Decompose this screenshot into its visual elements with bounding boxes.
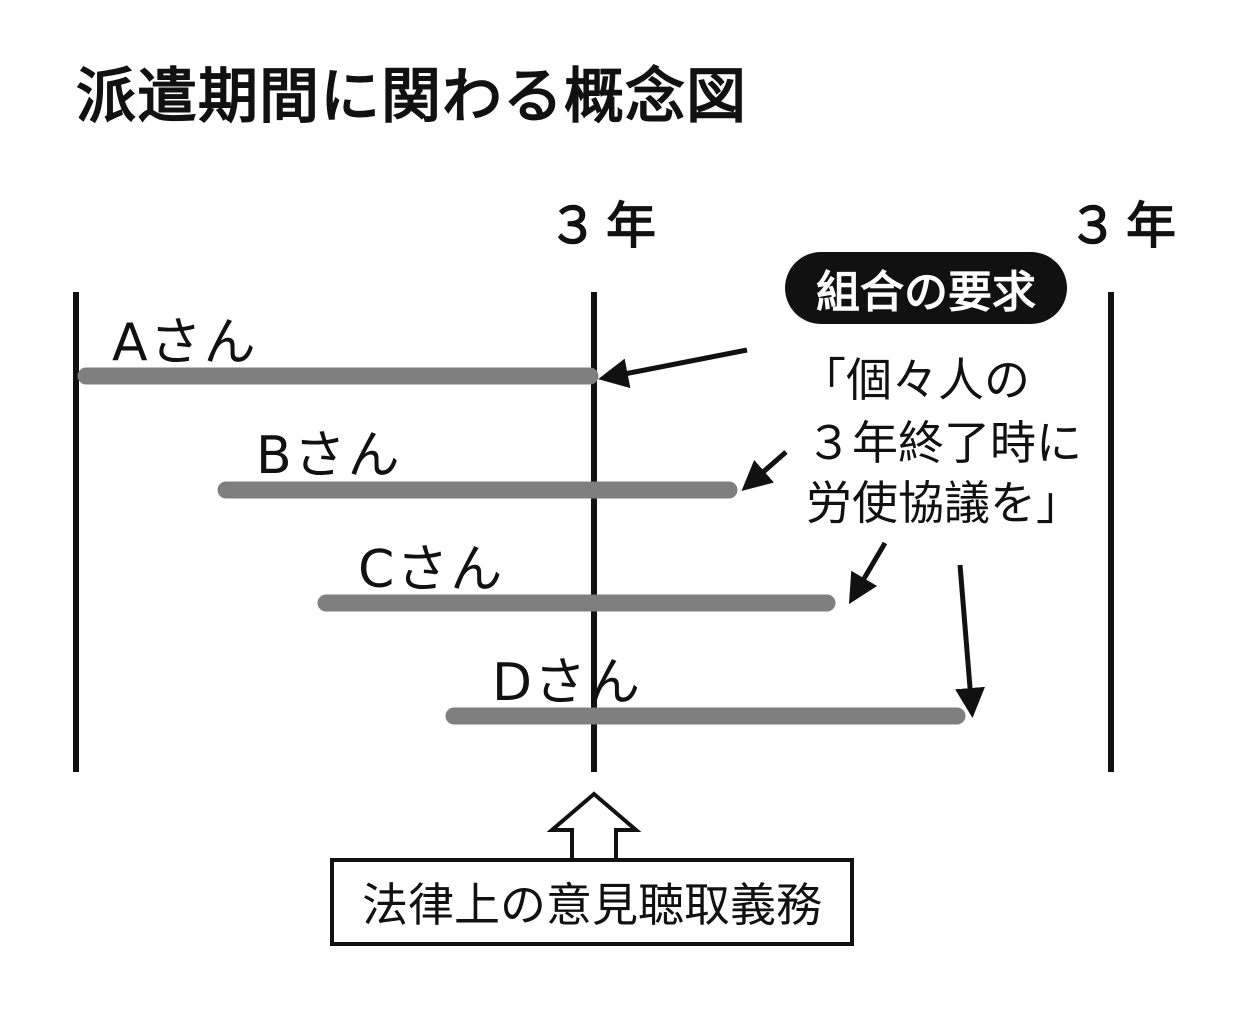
- diagram-title: 派遣期間に関わる概念図: [76, 62, 747, 132]
- legal-hearing-obligation-text: 法律上の意見聴取義務: [362, 878, 822, 932]
- label-person-a: Aさん: [112, 313, 258, 373]
- year-label-second: ３年: [1068, 197, 1184, 255]
- legal-obligation-up-arrow: [546, 791, 642, 862]
- label-person-c: Cさん: [358, 540, 505, 600]
- label-person-d: Dさん: [492, 653, 643, 713]
- union-request-line-2: ３年終了時に: [806, 416, 1082, 470]
- label-person-b: Bさん: [256, 426, 402, 486]
- arrow-to-person-b: [741, 450, 788, 491]
- union-request-line-3: 労使協議を」: [806, 476, 1082, 530]
- union-request-badge: 組合の要求: [785, 252, 1067, 324]
- arrow-to-person-c: [848, 541, 888, 605]
- union-request-line-1: 「個々人の: [800, 353, 1030, 407]
- legal-hearing-obligation-box: 法律上の意見聴取義務: [330, 858, 854, 946]
- arrow-to-person-a: [598, 347, 748, 389]
- arrow-to-person-d: [955, 564, 985, 718]
- year-label-first: ３年: [548, 197, 664, 255]
